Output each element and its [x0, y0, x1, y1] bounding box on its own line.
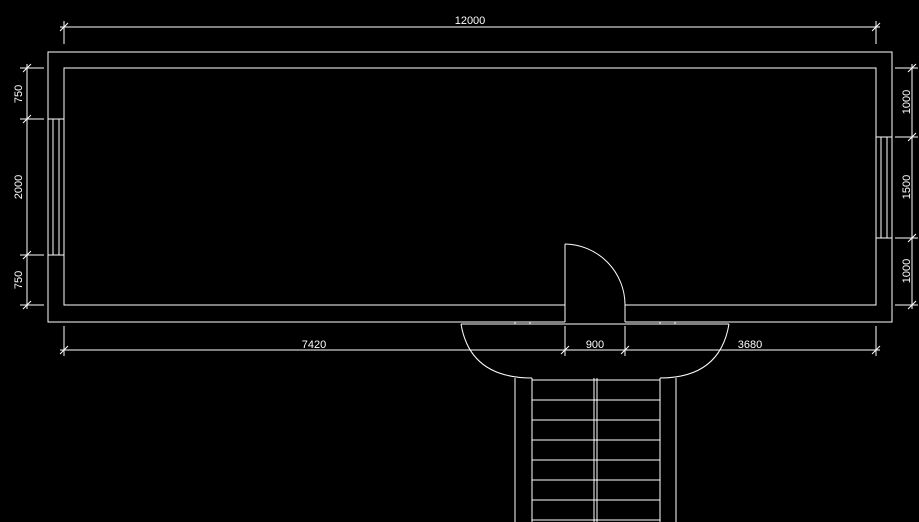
dimension-label-bottom-right: 3680 — [738, 339, 762, 351]
outer-wall — [47, 51, 893, 323]
porch-arc-right — [659, 323, 730, 379]
dimension-top: 12000 — [59, 15, 881, 44]
door-swing-arc — [564, 243, 626, 306]
inner-wall — [63, 67, 877, 306]
dimension-label-left-window: 2000 — [13, 175, 25, 199]
dimension-right: 1000 1500 1000 — [895, 63, 918, 310]
dimension-label-left-upper: 750 — [13, 85, 25, 103]
dimension-label-left-lower: 750 — [13, 271, 25, 289]
porch-arc-left — [460, 323, 533, 379]
dimension-label-right-upper: 1000 — [901, 90, 913, 114]
dimension-left: 750 2000 750 — [13, 63, 44, 310]
entrance-porch — [460, 322, 730, 379]
dimension-label-right-window: 1500 — [901, 175, 913, 199]
dimension-bottom: 7420 900 3680 — [59, 326, 881, 356]
window-left — [47, 118, 65, 256]
dimension-label-right-lower: 1000 — [901, 259, 913, 283]
window-right — [875, 136, 893, 239]
door — [564, 243, 626, 306]
stairs — [514, 378, 677, 522]
dimension-label-bottom-door: 900 — [586, 339, 604, 351]
walls — [47, 51, 893, 323]
dimension-label-bottom-left: 7420 — [302, 339, 326, 351]
dimension-label-top: 12000 — [455, 15, 486, 27]
